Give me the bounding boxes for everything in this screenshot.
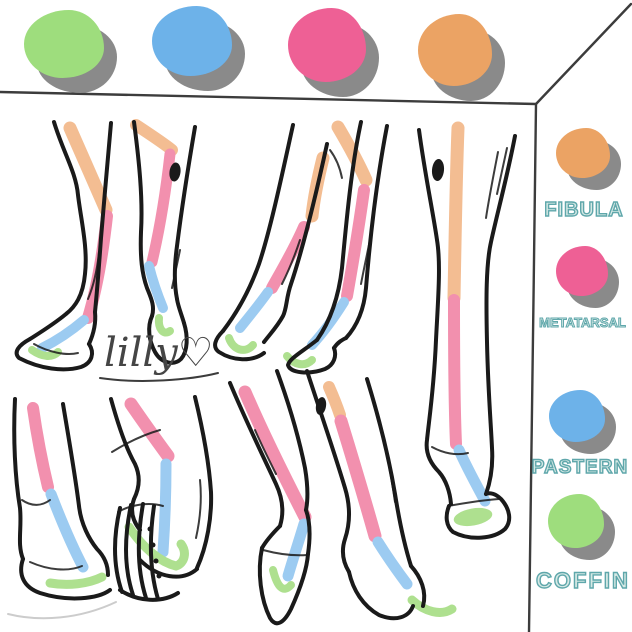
- artist-signature: lilly♡: [99, 330, 219, 382]
- coffin-legend-swatch: [548, 494, 615, 560]
- leg-study-bottom-left: [12, 395, 214, 602]
- pencil-smudge: [7, 601, 117, 620]
- fibula-label: FIBULA: [544, 199, 624, 221]
- leg-study-top-middle: [213, 120, 389, 375]
- chestnut-marking: [315, 397, 327, 415]
- hoof-sole-view: [113, 502, 180, 602]
- leg-study-front-view: [417, 121, 517, 540]
- metatarsal-legend-swatch: [556, 246, 619, 308]
- chestnut-marking: [431, 159, 445, 181]
- pastern-label: PASTERN: [531, 457, 629, 478]
- chestnut-marking: [169, 162, 181, 182]
- pastern-legend-swatch: [549, 390, 616, 454]
- leg-study-bottom-middle: [228, 369, 457, 626]
- metatarsal-label: METATARSAL: [539, 315, 627, 330]
- coffin-label: COFFIN: [535, 568, 630, 593]
- svg-text:lilly♡: lilly♡: [104, 330, 214, 376]
- coffin-swatch: [24, 10, 117, 93]
- leg-study-top-left: [14, 119, 197, 372]
- metatarsal-swatch: [288, 8, 379, 97]
- pastern-swatch: [152, 6, 245, 91]
- fibula-legend-swatch: [556, 128, 621, 190]
- fibula-swatch: [418, 14, 505, 101]
